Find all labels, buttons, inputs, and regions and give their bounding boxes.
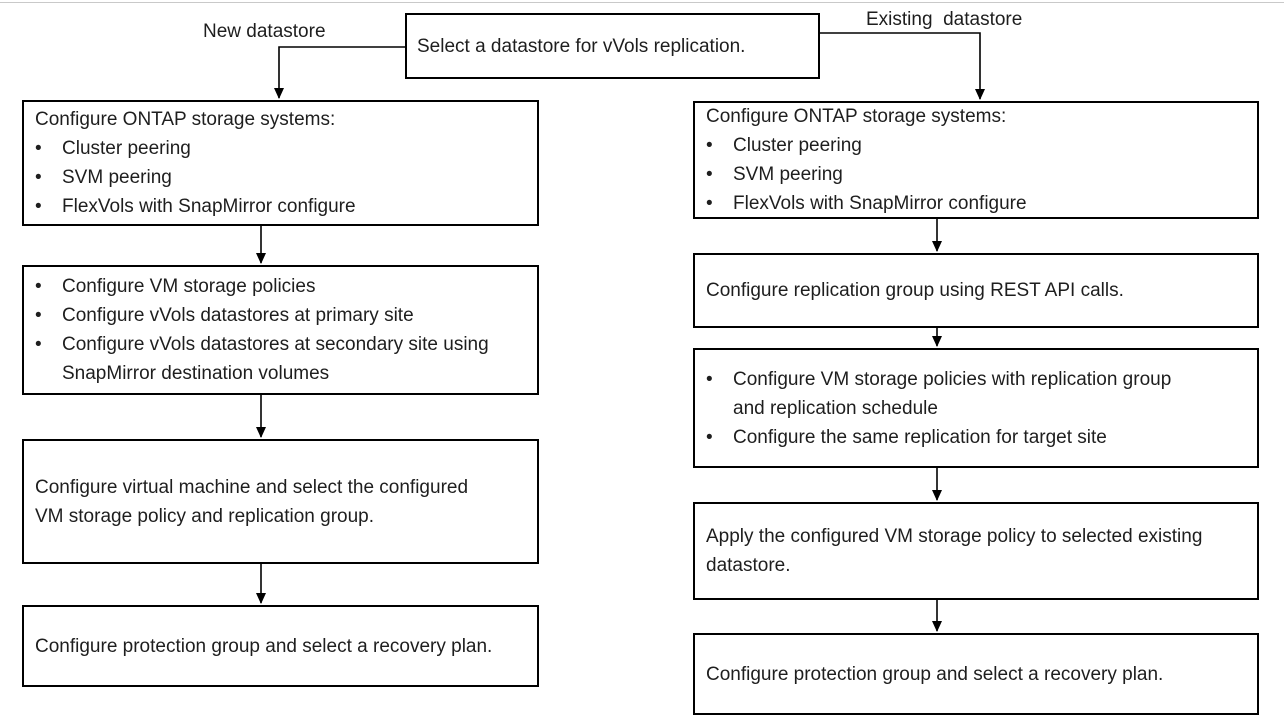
node-left-protection-group: Configure protection group and select a … [22,605,539,687]
node-text: Apply the configured VM storage policy t… [706,526,1203,576]
node-right-replication-group-rest-api: Configure replication group using REST A… [693,253,1259,328]
bullet-item: • SVM peering [35,163,523,192]
bullet-item: • Configure vVols datastores at primary … [35,301,523,330]
node-text: Configure protection group and select a … [706,663,1164,685]
bullet-item: • Cluster peering [35,134,523,163]
connector-existing-datastore-branch [820,32,985,100]
node-text: Configure protection group and select a … [35,635,493,657]
bullet-item: • Configure vVols datastores at secondar… [35,330,523,388]
bullet-item: • Configure VM storage policies with rep… [706,365,1243,423]
node-select-datastore-text: Select a datastore for vVols replication… [417,35,746,57]
bullet-text: FlexVols with SnapMirror configure [62,196,356,217]
node-right-protection-group: Configure protection group and select a … [693,633,1259,715]
bullet-text: Cluster peering [733,135,862,156]
bullet-icon: • [706,193,713,214]
node-left-vm-storage-policies: • Configure VM storage policies • Config… [22,265,539,395]
bullet-text: Configure VM storage policies [62,276,316,297]
node-intro-text: Configure ONTAP storage systems: [706,106,1007,127]
node-right-apply-policy-existing-datastore: Apply the configured VM storage policy t… [693,502,1259,600]
node-left-configure-ontap: Configure ONTAP storage systems: • Clust… [22,100,539,226]
bullet-text: Configure VM storage policies with repli… [733,368,1172,419]
connector-new-datastore-branch [274,46,405,99]
bullet-text: SVM peering [62,167,172,188]
bullet-text: Configure vVols datastores at secondary … [62,334,489,384]
bullet-icon: • [706,368,713,390]
bullet-item: • Cluster peering [706,131,1243,160]
branch-label-new-datastore: New datastore [203,21,326,42]
bullet-text: SVM peering [733,164,843,185]
bullet-icon: • [35,276,42,297]
bullet-icon: • [35,138,42,159]
node-select-datastore: Select a datastore for vVols replication… [405,13,820,79]
bullet-icon: • [706,135,713,156]
bullet-icon: • [35,196,42,217]
bullet-item: • Configure VM storage policies [35,272,523,301]
bullet-text: Configure the same replication for targe… [733,426,1107,448]
node-text: Configure virtual machine and select the… [35,476,469,527]
bullet-text: Configure vVols datastores at primary si… [62,305,414,326]
branch-label-existing-datastore: Existing datastore [866,9,1023,30]
node-intro-text: Configure ONTAP storage systems: [35,109,336,130]
bullet-text: FlexVols with SnapMirror configure [733,193,1027,214]
top-divider-line [0,2,1284,3]
node-right-configure-ontap: Configure ONTAP storage systems: • Clust… [693,101,1259,219]
bullet-item: • Configure the same replication for tar… [706,423,1243,452]
bullet-text: Cluster peering [62,138,191,159]
bullet-item: • FlexVols with SnapMirror configure [706,189,1243,218]
bullet-icon: • [35,167,42,188]
bullet-icon: • [706,426,713,448]
bullet-icon: • [706,164,713,185]
bullet-item: • FlexVols with SnapMirror configure [35,192,523,221]
node-left-configure-virtual-machine: Configure virtual machine and select the… [22,439,539,564]
node-right-vm-policies-with-replication: • Configure VM storage policies with rep… [693,348,1259,468]
bullet-icon: • [35,334,42,355]
bullet-icon: • [35,305,42,326]
node-text: Configure replication group using REST A… [706,280,1124,301]
bullet-item: • SVM peering [706,160,1243,189]
